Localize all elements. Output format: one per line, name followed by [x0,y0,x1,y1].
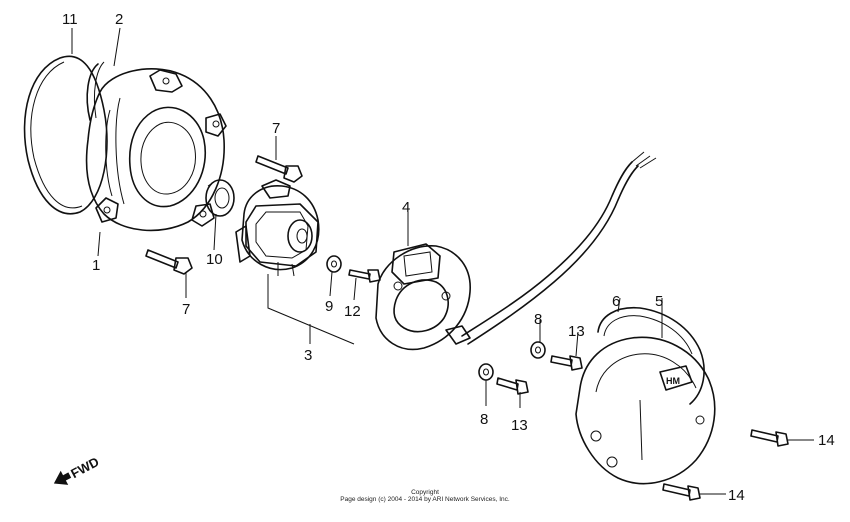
bolt-14-lower [662,483,701,501]
bolt-7-lower [145,249,193,275]
callout-12: 12 [344,303,361,320]
callout-8-upper: 8 [534,311,542,328]
callout-14-lower: 14 [728,487,745,504]
bolt-13-lower [496,377,529,395]
callout-14-upper: 14 [818,432,835,449]
oil-seal-10 [205,179,235,217]
callout-4: 4 [402,199,410,216]
callout-3: 3 [304,347,312,364]
callout-8-lower: 8 [480,411,488,428]
bolt-14-upper [750,429,789,447]
leader-lines [71,27,814,495]
gasket-ring-11 [23,55,108,215]
left-crankcase-cover-1 [85,68,227,232]
cover-gasket-6 [597,307,705,405]
arrow-left-icon [53,470,72,485]
o-ring-2 [86,61,105,121]
callout-9: 9 [325,298,333,315]
copyright-line: Copyright [411,489,439,496]
callout-7-lower: 7 [182,301,190,318]
bolt-7-upper [255,155,303,183]
cover-badge-text: HM [666,376,680,386]
pulse-generator-4 [375,151,657,351]
callout-1: 1 [92,257,100,274]
screw-12 [348,269,381,283]
callout-10: 10 [206,251,223,268]
callout-11: 11 [62,11,78,28]
callout-2: 2 [115,11,123,28]
page-design-credit: Page design (c) 2004 - 2014 by ARI Netwo… [340,496,510,503]
callout-13-upper: 13 [568,323,585,340]
washer-9 [326,255,342,273]
washer-8-upper [530,341,546,359]
stator-assembly-3 [235,179,320,277]
callout-6: 6 [612,293,620,310]
forward-direction-indicator: FWD [53,454,101,485]
generator-cover-5 [575,336,716,485]
callout-13-lower: 13 [511,417,528,434]
callout-7-upper: 7 [272,120,280,137]
callout-5: 5 [655,293,663,310]
bolt-13-upper [550,355,583,371]
washer-8-lower [478,363,494,381]
fwd-label: FWD [68,454,101,481]
